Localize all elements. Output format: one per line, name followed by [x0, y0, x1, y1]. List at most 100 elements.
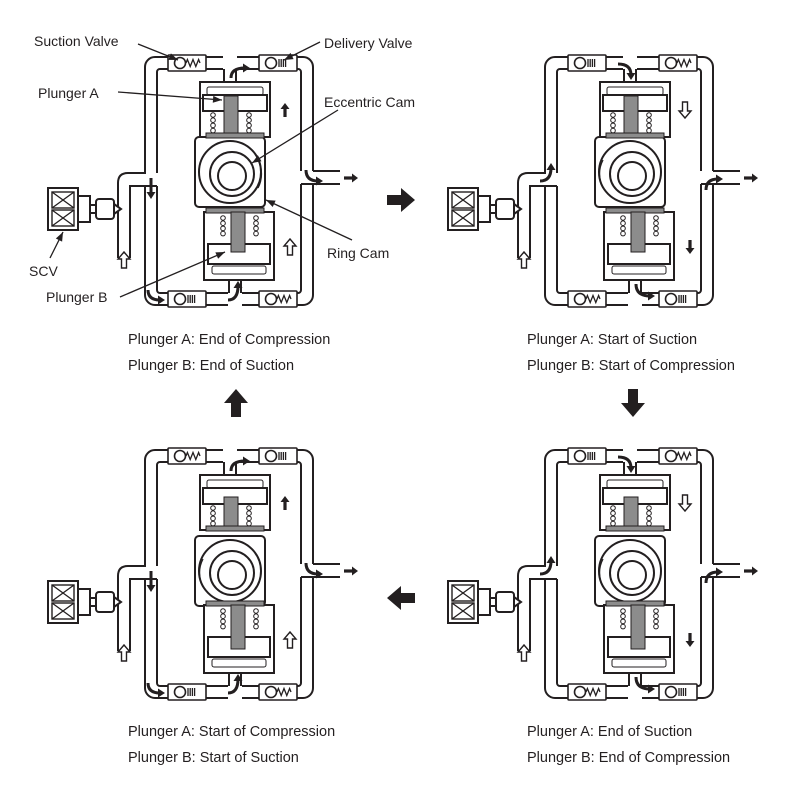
plunger-b — [630, 604, 646, 650]
inlet-flow-arrow-icon — [146, 178, 156, 199]
caption-plunger-b-state: Plunger B: End of Compression — [527, 750, 731, 766]
label-ring-cam: Ring Cam — [327, 245, 390, 261]
delivery-valve-a — [658, 54, 698, 72]
label-suction-valve: Suction Valve — [34, 33, 119, 49]
inlet-hollow-arrow-icon — [516, 250, 532, 269]
delivery-valve-b — [658, 290, 698, 308]
caption-panel-4: Plunger A: Start of Compression Plunger … — [128, 719, 335, 771]
eccentric-cam-shaft — [217, 560, 247, 590]
scv-solenoid — [47, 187, 123, 231]
leader-scv — [49, 231, 64, 259]
delivery-flow-arrow-icon — [229, 63, 250, 79]
leader-suction-valve — [137, 43, 179, 61]
plunger-a-motion-arrow-icon — [280, 496, 290, 510]
eccentric-cam-shaft — [217, 161, 247, 191]
outlet-bend-arrow-icon — [704, 567, 723, 584]
plunger-spring-icon — [610, 112, 616, 134]
inlet-pipe — [117, 565, 146, 651]
plunger-a-motion-arrow-icon — [677, 494, 693, 513]
plunger-spring-icon — [620, 608, 626, 630]
inlet-hollow-arrow-icon — [116, 643, 132, 662]
valve-spring-icon — [276, 686, 292, 698]
inlet-flow-arrow-icon — [539, 163, 556, 183]
caption-plunger-b-state: Plunger B: End of Suction — [128, 358, 295, 374]
valve-ball-icon — [264, 449, 278, 463]
suction-valve-b — [167, 683, 207, 701]
delivery-flow-arrow-icon — [229, 456, 250, 472]
valve-ball-icon — [664, 685, 678, 699]
rotation-arrow-icon — [198, 558, 204, 588]
plunger-spring-icon — [620, 215, 626, 237]
eccentric-cam-shaft — [617, 560, 647, 590]
plunger-spring-icon — [253, 215, 259, 237]
plunger-spring-icon — [220, 215, 226, 237]
outlet-pipe — [301, 170, 340, 185]
valve-ball-icon — [173, 292, 187, 306]
suction-flow-arrow-icon — [227, 281, 243, 302]
inlet-pipe — [517, 172, 546, 258]
pump-panel-top-right — [447, 54, 758, 308]
valve-spring-icon — [585, 686, 601, 698]
caption-panel-2: Plunger A: Start of Suction Plunger B: S… — [527, 327, 735, 379]
inlet-pipe — [117, 172, 146, 258]
valve-spring-icon — [185, 57, 201, 69]
inlet-hollow-arrow-icon — [116, 250, 132, 269]
inlet-pipe — [517, 565, 546, 651]
caption-panel-3: Plunger A: End of Suction Plunger B: End… — [527, 719, 730, 771]
plunger-b-motion-arrow-icon — [685, 633, 695, 647]
plunger-spring-icon — [210, 505, 216, 527]
plunger-b — [230, 211, 246, 253]
plunger-spring-icon — [246, 505, 252, 527]
plunger-spring-icon — [220, 608, 226, 630]
label-scv: SCV — [29, 263, 58, 279]
label-eccentric-cam: Eccentric Cam — [324, 94, 416, 110]
suction-flow-arrow-icon — [227, 674, 243, 695]
delivery-flow-arrow-icon — [634, 283, 655, 301]
inlet-flow-arrow-icon — [539, 556, 556, 576]
outlet-bend-arrow-icon — [304, 562, 323, 579]
outlet-flow-arrow-icon — [744, 566, 758, 576]
pump-panel-top-left — [47, 54, 358, 308]
valve-spring-icon — [676, 450, 692, 462]
plunger-spring-icon — [253, 608, 259, 630]
caption-plunger-a-state: Plunger A: End of Suction — [527, 724, 693, 740]
rotation-arrow-icon — [598, 558, 604, 588]
label-plunger-b: Plunger B — [46, 289, 108, 305]
valve-ball-icon — [573, 292, 587, 306]
outlet-pipe — [301, 563, 340, 578]
transition-arrow-right-icon — [387, 188, 415, 212]
leader-plunger-b — [119, 251, 226, 298]
delivery-valve-b — [258, 683, 298, 701]
plunger-a — [623, 95, 639, 137]
suction-valve-b — [567, 683, 607, 701]
suction-valve-b — [567, 290, 607, 308]
caption-plunger-a-state: Plunger A: Start of Compression — [128, 724, 336, 740]
valve-ball-icon — [264, 56, 278, 70]
delivery-valve-b — [658, 683, 698, 701]
transition-arrow-up-icon — [224, 389, 248, 417]
plunger-spring-icon — [653, 215, 659, 237]
inlet-flow-arrow-icon — [146, 571, 156, 592]
transition-arrow-left-icon — [387, 586, 415, 610]
label-delivery-valve: Delivery Valve — [324, 35, 413, 51]
pump-panel-bottom-right — [447, 447, 758, 701]
scv-solenoid — [447, 187, 523, 231]
valve-ball-icon — [664, 56, 678, 70]
plunger-spring-icon — [610, 505, 616, 527]
delivery-valve-a — [258, 447, 298, 465]
suction-valve-a — [167, 447, 207, 465]
label-plunger-a: Plunger A — [38, 85, 99, 101]
suction-valve-a — [567, 447, 607, 465]
plunger-spring-icon — [646, 505, 652, 527]
valve-spring-icon — [676, 57, 692, 69]
plunger-b — [230, 604, 246, 650]
caption-panel-1: Plunger A: End of Compression Plunger B:… — [128, 327, 330, 379]
suction-valve-b — [167, 290, 207, 308]
valve-spring-icon — [585, 293, 601, 305]
eccentric-cam-shaft — [617, 161, 647, 191]
caption-plunger-b-state: Plunger B: Start of Compression — [527, 358, 735, 374]
plunger-b-motion-arrow-icon — [282, 630, 298, 649]
plunger-a-motion-arrow-icon — [280, 103, 290, 117]
plunger-a-motion-arrow-icon — [677, 101, 693, 120]
